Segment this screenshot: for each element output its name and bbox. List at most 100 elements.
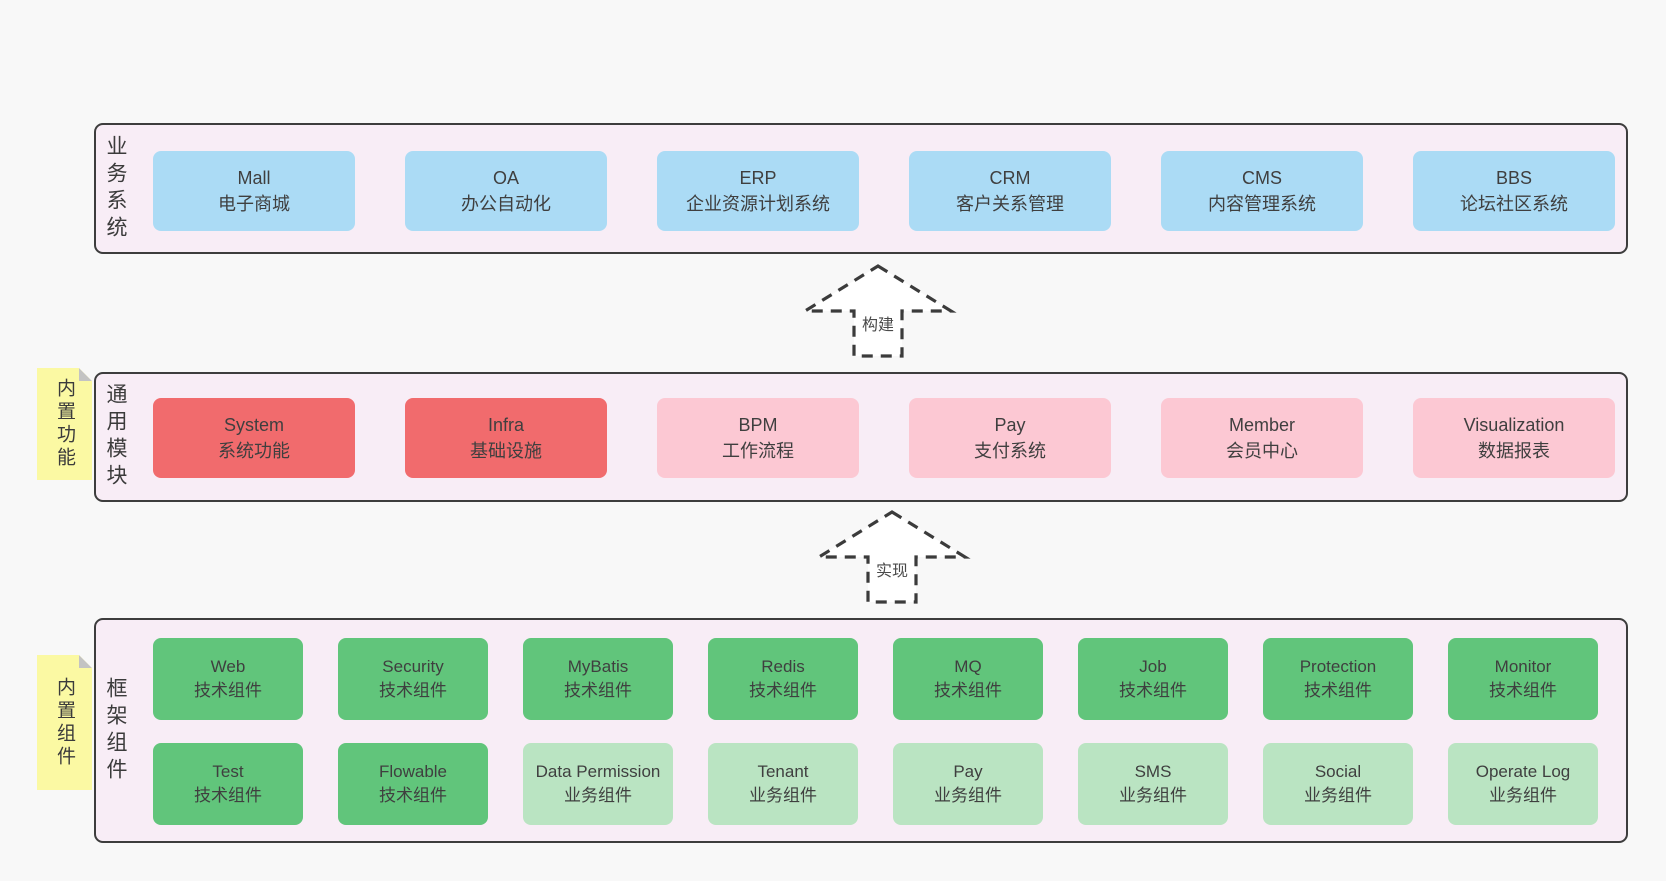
box-en-label: MyBatis xyxy=(567,657,629,676)
box-zh-label: 技术组件 xyxy=(379,681,447,700)
box-zh-label: 业务组件 xyxy=(749,786,817,805)
box-en-label: Operate Log xyxy=(1475,762,1571,781)
box-zh-label: 办公自动化 xyxy=(461,194,551,214)
box-en-label: Mall xyxy=(237,168,271,188)
box-operate-log: Operate Log 业务组件 xyxy=(1448,743,1598,825)
box-zh-label: 企业资源计划系统 xyxy=(686,194,830,214)
box-en-label: MQ xyxy=(954,657,982,676)
band-common-modules: 通用模块 System 系统功能 Infra 基础设施 BPM 工作流程 Pay… xyxy=(94,372,1628,502)
box-oa: OA 办公自动化 xyxy=(405,151,607,231)
box-security: Security 技术组件 xyxy=(338,638,488,720)
box-en-label: Redis xyxy=(761,657,805,676)
box-zh-label: 业务组件 xyxy=(1304,786,1372,805)
box-zh-label: 技术组件 xyxy=(194,786,262,805)
box-zh-label: 技术组件 xyxy=(934,681,1002,700)
sticky-note-label: 内置组件 xyxy=(54,676,75,769)
box-zh-label: 会员中心 xyxy=(1226,441,1298,461)
folded-corner-icon xyxy=(79,655,92,668)
box-en-label: BPM xyxy=(738,415,778,435)
box-en-label: Member xyxy=(1228,415,1295,435)
box-visualization: Visualization 数据报表 xyxy=(1413,398,1615,478)
sticky-note-built-in-components: 内置组件 xyxy=(37,655,92,790)
folded-corner-icon xyxy=(79,368,92,381)
arrow-implement: 实现 xyxy=(812,506,972,606)
box-en-label: CMS xyxy=(1242,168,1282,188)
box-zh-label: 技术组件 xyxy=(1119,681,1187,700)
box-zh-label: 业务组件 xyxy=(1119,786,1187,805)
box-pay: Pay 支付系统 xyxy=(909,398,1111,478)
box-en-label: Pay xyxy=(953,762,983,781)
box-en-label: Test xyxy=(212,762,244,781)
box-sms: SMS 业务组件 xyxy=(1078,743,1228,825)
box-en-label: ERP xyxy=(739,168,777,188)
box-en-label: System xyxy=(223,415,284,435)
up-arrow-icon xyxy=(799,264,957,358)
box-infra: Infra 基础设施 xyxy=(405,398,607,478)
box-zh-label: 支付系统 xyxy=(974,441,1046,461)
box-zh-label: 业务组件 xyxy=(934,786,1002,805)
box-en-label: Security xyxy=(382,657,444,676)
box-flowable: Flowable 技术组件 xyxy=(338,743,488,825)
box-en-label: Protection xyxy=(1299,657,1377,676)
band-business-systems-label: 业务系统 xyxy=(104,134,127,243)
box-en-label: Data Permission xyxy=(535,762,661,781)
box-en-label: OA xyxy=(492,168,519,188)
box-zh-label: 技术组件 xyxy=(379,786,447,805)
box-crm: CRM 客户关系管理 xyxy=(909,151,1111,231)
box-en-label: Social xyxy=(1314,762,1362,781)
box-zh-label: 技术组件 xyxy=(564,681,632,700)
box-en-label: Pay xyxy=(994,415,1026,435)
box-erp: ERP 企业资源计划系统 xyxy=(657,151,859,231)
arrow-build: 构建 xyxy=(798,260,958,360)
box-zh-label: 电子商城 xyxy=(218,194,290,214)
business-systems-boxes: Mall 电子商城 OA 办公自动化 ERP 企业资源计划系统 CRM 客户关系… xyxy=(96,125,1626,252)
box-mq: MQ 技术组件 xyxy=(893,638,1043,720)
box-member: Member 会员中心 xyxy=(1161,398,1363,478)
box-job: Job 技术组件 xyxy=(1078,638,1228,720)
box-zh-label: 技术组件 xyxy=(749,681,817,700)
band-common-modules-label: 通用模块 xyxy=(104,383,127,491)
box-system: System 系统功能 xyxy=(153,398,355,478)
box-en-label: Monitor xyxy=(1494,657,1552,676)
box-social: Social 业务组件 xyxy=(1263,743,1413,825)
box-en-label: Job xyxy=(1139,657,1167,676)
box-monitor: Monitor 技术组件 xyxy=(1448,638,1598,720)
box-en-label: Web xyxy=(210,657,246,676)
box-zh-label: 技术组件 xyxy=(1489,681,1557,700)
box-zh-label: 工作流程 xyxy=(722,441,794,461)
framework-components-row-1: Web 技术组件 Security 技术组件 MyBatis 技术组件 Redi… xyxy=(96,620,1626,841)
box-cms: CMS 内容管理系统 xyxy=(1161,151,1363,231)
box-en-label: BBS xyxy=(1495,168,1533,188)
box-pay-component: Pay 业务组件 xyxy=(893,743,1043,825)
box-en-label: SMS xyxy=(1134,762,1172,781)
framework-components-row-2: Test 技术组件 Flowable 技术组件 Data Permission … xyxy=(96,620,1626,841)
box-tenant: Tenant 业务组件 xyxy=(708,743,858,825)
box-zh-label: 论坛社区系统 xyxy=(1460,194,1568,214)
arrow-implement-label: 实现 xyxy=(875,563,908,580)
box-redis: Redis 技术组件 xyxy=(708,638,858,720)
box-en-label: Infra xyxy=(487,415,525,435)
box-zh-label: 系统功能 xyxy=(218,441,290,461)
box-bbs: BBS 论坛社区系统 xyxy=(1413,151,1615,231)
box-en-label: CRM xyxy=(989,168,1031,188)
box-test: Test 技术组件 xyxy=(153,743,303,825)
box-en-label: Tenant xyxy=(757,762,809,781)
arrow-build-label: 构建 xyxy=(861,317,894,334)
band-framework-components-label: 框架组件 xyxy=(104,676,127,785)
box-zh-label: 业务组件 xyxy=(1489,786,1557,805)
box-web: Web 技术组件 xyxy=(153,638,303,720)
box-zh-label: 技术组件 xyxy=(194,681,262,700)
sticky-note-built-in-features: 内置功能 xyxy=(37,368,92,480)
box-bpm: BPM 工作流程 xyxy=(657,398,859,478)
box-mybatis: MyBatis 技术组件 xyxy=(523,638,673,720)
box-zh-label: 客户关系管理 xyxy=(956,194,1064,214)
box-zh-label: 数据报表 xyxy=(1478,441,1550,461)
box-zh-label: 技术组件 xyxy=(1304,681,1372,700)
band-business-systems: 业务系统 Mall 电子商城 OA 办公自动化 ERP 企业资源计划系统 CRM… xyxy=(94,123,1628,254)
common-modules-boxes: System 系统功能 Infra 基础设施 BPM 工作流程 Pay 支付系统… xyxy=(96,374,1626,500)
box-data-permission: Data Permission 业务组件 xyxy=(523,743,673,825)
box-en-label: Flowable xyxy=(378,762,448,781)
box-zh-label: 内容管理系统 xyxy=(1208,194,1316,214)
box-zh-label: 基础设施 xyxy=(470,441,542,461)
